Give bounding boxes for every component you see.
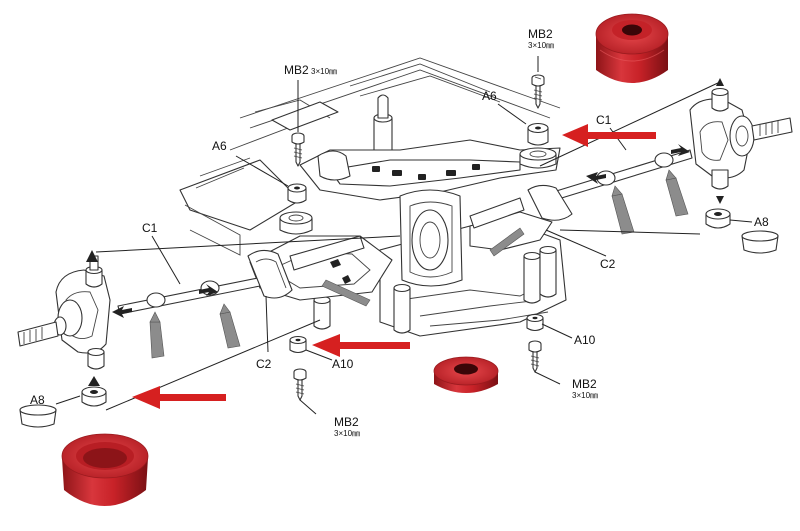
upright-right: [689, 78, 793, 204]
red-arrow-middle: [312, 334, 410, 357]
label-a8-right: A8: [754, 215, 769, 229]
label-a10-right: A10: [574, 333, 596, 347]
part-labels: MB2 3×10㎜ MB2 3×10㎜ A6 A6 C1 C1 C2 C2 A1…: [30, 27, 769, 438]
label-mb2-left-size: 3×10㎜: [311, 67, 337, 76]
label-a6-left: A6: [212, 139, 227, 153]
label-mb2-top: MB2: [528, 27, 553, 41]
collar-a10-left: [289, 335, 307, 354]
label-a10-left: A10: [332, 357, 354, 371]
label-a6-right: A6: [482, 89, 497, 103]
screw-mb2-bottom-left: [293, 368, 307, 401]
label-mb2-bottom-size: 3×10㎜: [334, 429, 360, 438]
label-c2-left: C2: [256, 357, 272, 371]
aluminum-spacer-top-right: [595, 13, 669, 83]
label-c2-right: C2: [600, 257, 616, 271]
upright-left: [17, 250, 111, 370]
label-mb2-left: MB2: [284, 63, 309, 77]
spacer-a8-left: [19, 404, 57, 428]
aluminum-spacer-center: [433, 356, 499, 393]
label-mb2-top-size: 3×10㎜: [528, 41, 554, 50]
label-mb2-right: MB2: [572, 377, 597, 391]
screw-mb2-left: [291, 132, 305, 167]
dust-boot-right: [705, 208, 731, 229]
arrow-left-icon: [112, 144, 690, 318]
chassis-drawing: [179, 57, 567, 337]
label-c1-right: C1: [596, 113, 612, 127]
aluminum-spacer-bottom-left: [61, 433, 149, 506]
grease-pointer-tips: [149, 169, 677, 323]
label-c1-left: C1: [142, 221, 158, 235]
screw-mb2-bottom-right: [528, 340, 542, 373]
label-a8-left: A8: [30, 393, 45, 407]
dust-boot-left: [81, 376, 107, 407]
spacer-a8-right: [741, 230, 779, 254]
collar-a6-right: [519, 122, 557, 169]
label-mb2-bottom: MB2: [334, 415, 359, 429]
grease-pointer-icon: [149, 177, 689, 359]
collar-a6-left: [279, 183, 313, 235]
collar-a10-right: [526, 313, 544, 332]
driveshaft-right: [469, 149, 693, 229]
red-arrow-top: [562, 124, 656, 147]
driveshaft-left: [117, 235, 365, 315]
red-arrow-bottom: [132, 386, 226, 409]
label-mb2-right-size: 3×10㎜: [572, 391, 598, 400]
screw-mb2-top: [531, 74, 545, 109]
